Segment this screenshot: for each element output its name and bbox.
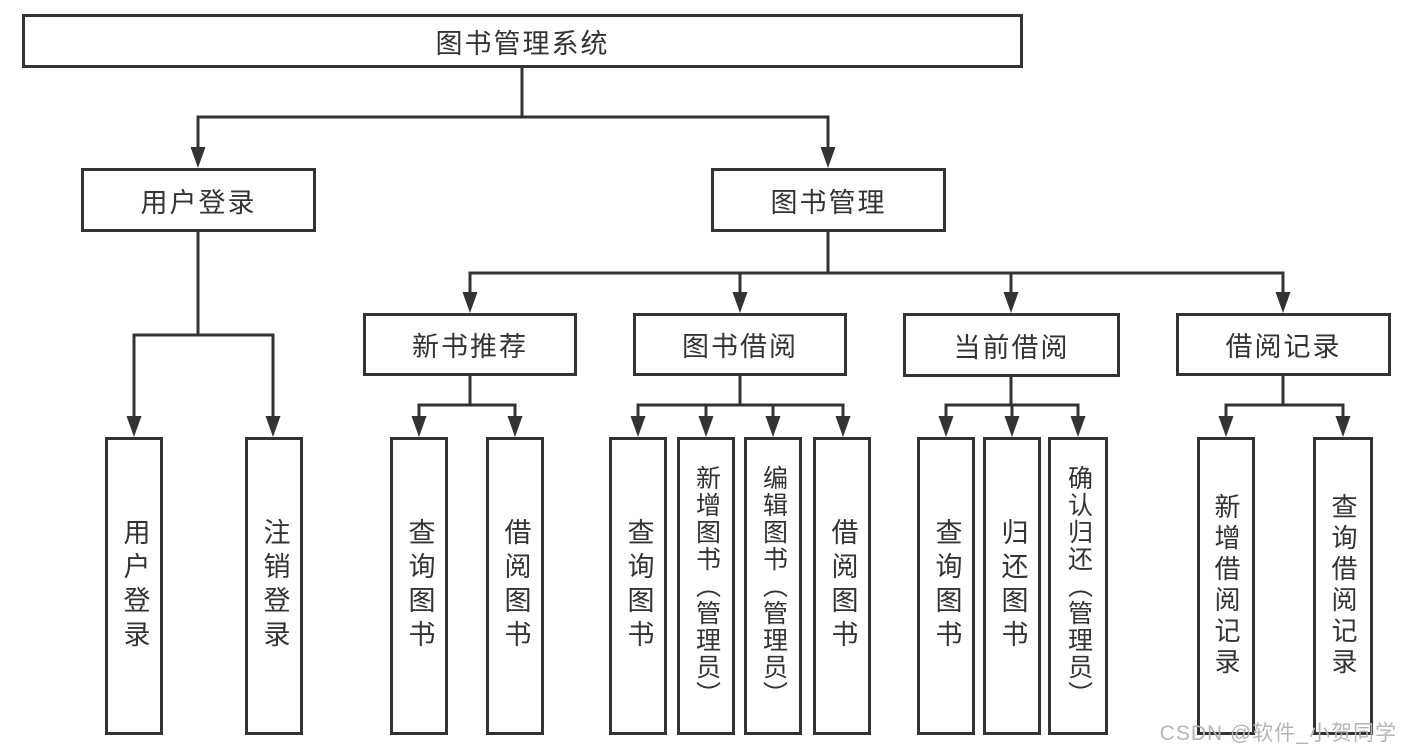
node-label: 编辑图书（管理员） [759,464,788,708]
node-label: 新增借阅记录 [1211,493,1241,679]
arrowhead-icon [835,416,851,437]
arrowhead-icon [507,416,523,437]
node-label: 归还图书 [997,518,1028,654]
leaf-logout: 注销登录 [245,437,303,735]
arrowhead-icon [1070,416,1086,437]
node-label: 新书推荐 [412,332,528,362]
node-label: 用户登录 [140,187,257,218]
arrowhead-icon [765,416,781,437]
leaf-confirm-return-admin: 确认归还（管理员） [1048,437,1108,735]
arrowhead-icon [265,416,281,437]
arrowhead-icon [732,292,748,313]
node-book-management: 图书管理 [711,168,946,232]
node-label: 图书借阅 [682,332,798,362]
leaf-query-borrow-record: 查询借阅记录 [1313,437,1373,735]
leaf-borrow-books-2: 借阅图书 [813,437,871,735]
leaf-query-books-3: 查询图书 [917,437,975,735]
leaf-add-books-admin: 新增图书（管理员） [677,437,735,735]
tree-connectors [126,66,1351,437]
leaf-borrow-books-1: 借阅图书 [486,437,544,735]
node-label: 借阅图书 [827,518,858,654]
arrowhead-icon [1003,292,1019,313]
arrowhead-icon [630,416,646,437]
arrowhead-icon [126,416,142,437]
arrowhead-icon [820,147,836,168]
arrowhead-icon [1218,416,1234,437]
arrowhead-icon [1275,292,1291,313]
node-label: 查询借阅记录 [1328,493,1358,679]
watermark: CSDN @软件_小贺同学 [1159,722,1397,745]
node-label: 图书管理系统 [435,28,610,59]
node-library-management-system: 图书管理系统 [22,14,1023,68]
node-label: 借阅图书 [500,518,531,654]
node-label: 用户登录 [119,518,150,654]
node-label: 查询图书 [404,518,435,654]
arrowhead-icon [462,292,478,313]
leaf-return-books: 归还图书 [983,437,1041,735]
node-borrowing-records: 借阅记录 [1176,313,1391,376]
leaf-query-books-1: 查询图书 [390,437,448,735]
leaf-user-login: 用户登录 [105,437,163,735]
leaf-query-books-2: 查询图书 [609,437,667,735]
node-label: 确认归还（管理员） [1064,464,1093,708]
node-book-borrowing: 图书借阅 [633,313,847,376]
node-new-book-recommendation: 新书推荐 [363,313,577,376]
node-label: 当前借阅 [953,332,1070,363]
node-label: 图书管理 [770,187,887,218]
arrowhead-icon [1335,416,1351,437]
arrowhead-icon [1004,416,1020,437]
arrowhead-icon [938,416,954,437]
node-user-login: 用户登录 [81,168,316,232]
leaf-edit-books-admin: 编辑图书（管理员） [744,437,802,735]
node-label: 查询图书 [931,518,962,654]
node-label: 查询图书 [623,518,654,654]
arrowhead-icon [698,416,714,437]
node-label: 注销登录 [259,518,290,654]
arrowhead-icon [190,147,206,168]
node-label: 借阅记录 [1225,332,1342,362]
node-label: 新增图书（管理员） [692,464,721,708]
arrowhead-icon [411,416,427,437]
node-current-borrowing: 当前借阅 [903,313,1120,377]
leaf-add-borrow-record: 新增借阅记录 [1197,437,1255,735]
